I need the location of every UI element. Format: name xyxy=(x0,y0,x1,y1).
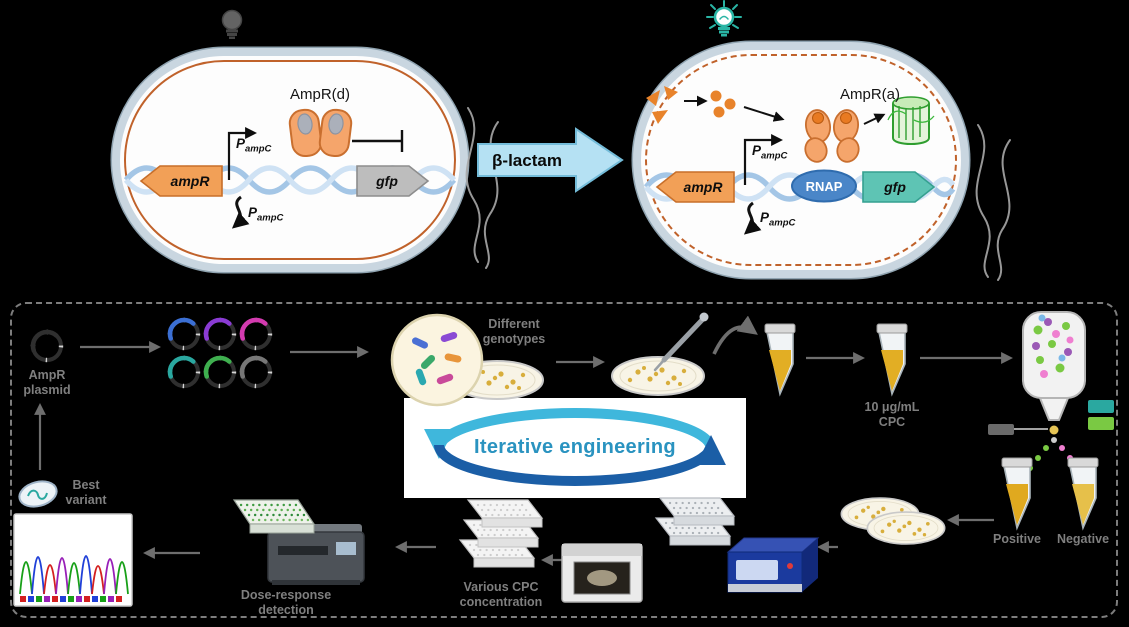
gene-ampr-right: ampR xyxy=(655,171,735,203)
positive-label: Positive xyxy=(993,532,1041,546)
promoter-arrow-left-top xyxy=(227,127,257,180)
cpc-tube-icon xyxy=(876,323,908,395)
flow-cytometer-icon xyxy=(988,311,1114,471)
cpc-dose-label: 10 μg/mL CPC xyxy=(864,400,920,429)
gene-gfp-left: gfp xyxy=(356,165,430,197)
expression-arrow xyxy=(863,113,886,125)
promoter-label-left-bottom: PampC xyxy=(248,205,284,224)
iterative-engineering-label: Iterative engineering xyxy=(474,436,676,458)
gene-ampr-left: ampR xyxy=(139,165,223,197)
base-call-row xyxy=(20,596,122,602)
gene-gfp-left-label: gfp xyxy=(375,173,398,189)
laser-interrogation-point xyxy=(1049,425,1059,435)
microplate-stack-gray xyxy=(654,496,736,547)
iterative-cycle-arrows xyxy=(424,408,726,486)
gene-ampr-left-label: ampR xyxy=(171,173,211,189)
ampr-plasmid-label: AmpR plasmid xyxy=(23,368,71,397)
gene-gfp-right: gfp xyxy=(862,171,936,203)
promoter-curve-left-bottom xyxy=(231,195,250,229)
ampr-plasmid-icon xyxy=(33,332,61,360)
genotype-zoom-circle xyxy=(390,313,484,407)
detector-tag-green xyxy=(1088,417,1114,430)
promoter-label-right-top: PampC xyxy=(752,143,788,162)
repression-tbar xyxy=(352,130,404,152)
liquid-handling-robot-icon xyxy=(726,537,820,593)
ampr-active-protein-icon xyxy=(804,109,860,163)
inactive-cell-membrane xyxy=(124,60,456,260)
flagella-left xyxy=(465,107,499,269)
promoter-arrow-right-top xyxy=(743,134,783,185)
sorted-cells-dots xyxy=(1032,314,1074,378)
best-variant-label: Best variant xyxy=(65,478,107,507)
inducer-circles-icon xyxy=(710,90,736,118)
pipette-dish-icon xyxy=(611,356,705,396)
gene-gfp-right-label: gfp xyxy=(883,179,906,195)
different-genotypes-label: Different genotypes xyxy=(482,317,546,346)
ampr-inactive-label: AmpR(d) xyxy=(289,86,350,103)
inactive-cell xyxy=(112,48,468,272)
various-cpc-label: Various CPC concentration xyxy=(459,580,543,609)
inducer-binding-arrow xyxy=(743,106,785,122)
culture-tube-icon xyxy=(764,323,796,395)
rnap-label: RNAP xyxy=(806,179,843,194)
lightbulb-off-icon xyxy=(221,9,243,39)
promoter-label-left-top: PampC xyxy=(236,136,272,155)
gfp-protein-icon xyxy=(887,96,935,145)
dose-response-label: Dose-response detection xyxy=(240,588,332,617)
active-cell-membrane xyxy=(645,54,957,266)
ampr-active-label: AmpR(a) xyxy=(839,86,900,103)
beta-lactam-molecules-icon xyxy=(646,86,678,124)
ampr-inactive-protein-icon xyxy=(288,108,353,158)
flagella-right xyxy=(975,124,1011,281)
promoter-label-right-bottom: PampC xyxy=(760,210,796,229)
beta-lactam-arrow: β-lactam xyxy=(477,127,624,193)
colony-dishes-icon xyxy=(840,497,946,545)
detector-tag-teal xyxy=(1088,400,1114,413)
workflow-panel xyxy=(10,302,1118,618)
rnap-icon: RNAP xyxy=(791,169,857,203)
bacteria-variants-icon xyxy=(411,331,462,386)
positive-tube-icon xyxy=(1001,457,1033,529)
microplate-stack-white xyxy=(458,498,544,569)
flow-arrow-curved xyxy=(712,315,758,355)
best-variant-icon xyxy=(18,480,58,508)
active-cell xyxy=(633,42,969,278)
lightbulb-on-icon xyxy=(706,0,742,37)
negative-tube-icon xyxy=(1067,457,1099,529)
beta-lactam-label: β-lactam xyxy=(492,151,562,170)
workflow-arrows xyxy=(34,315,1013,566)
plasmid-variant-icons xyxy=(170,320,270,386)
laser-icon xyxy=(988,424,1014,435)
imaging-station-icon xyxy=(561,543,643,603)
gene-ampr-right-label: ampR xyxy=(684,179,724,195)
assay-plate-green xyxy=(232,499,316,534)
negative-label: Negative xyxy=(1056,532,1110,546)
pipette-icon xyxy=(653,312,709,372)
promoter-curve-right-bottom xyxy=(743,201,762,235)
sequencing-chromatogram-icon xyxy=(13,513,133,607)
